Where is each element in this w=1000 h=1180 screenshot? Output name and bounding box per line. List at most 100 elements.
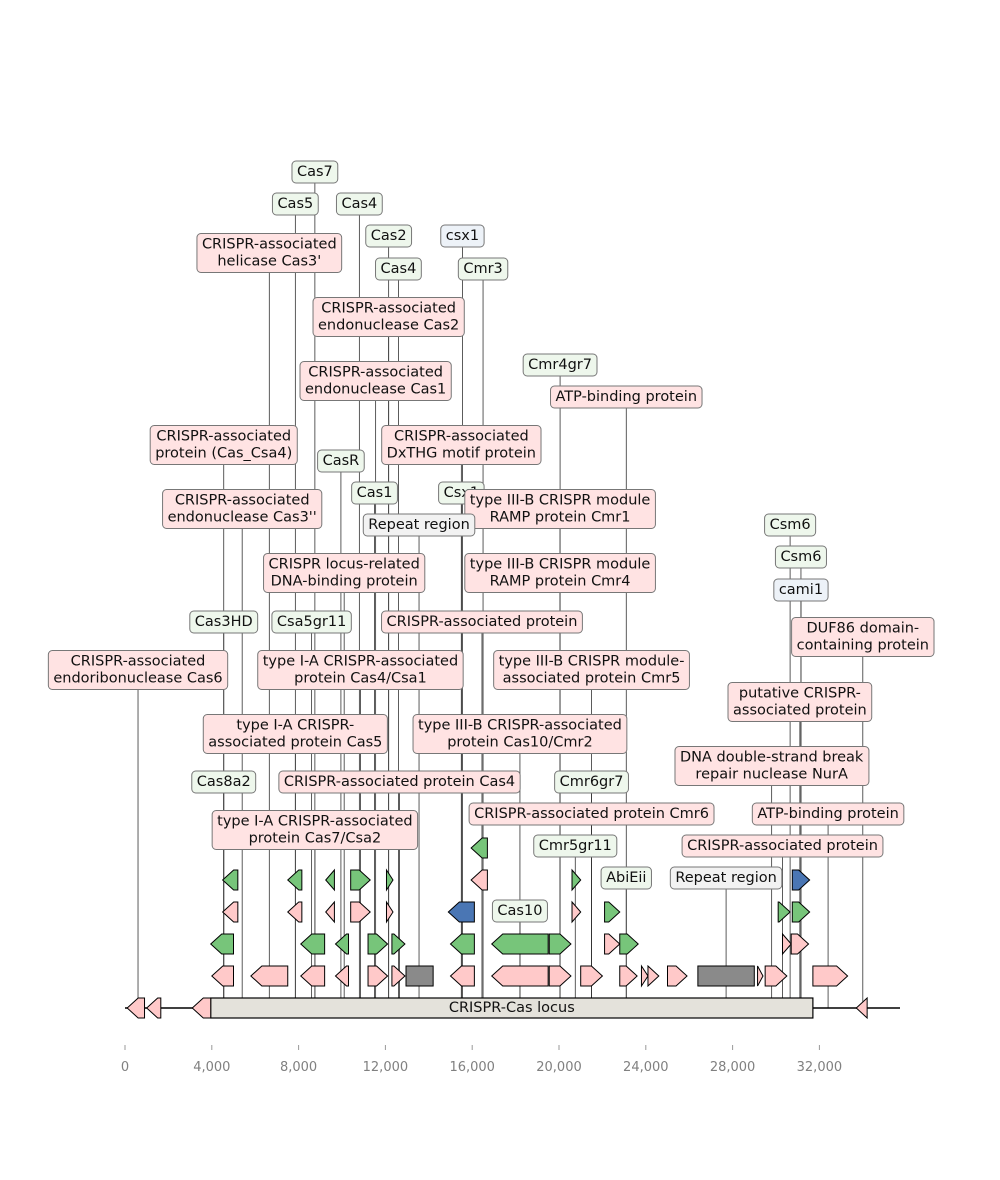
feature-label-box: [491, 899, 548, 923]
forward-gene-arrow-49: [350, 869, 371, 891]
feature-label-text: CRISPR-associated protein: [387, 614, 578, 630]
axis-tick-label: 20,000: [536, 1060, 582, 1075]
feature-label-box: [263, 553, 426, 593]
forward-gene-arrow-31: [548, 933, 572, 955]
feature-label-26: Cas3HD: [189, 610, 259, 634]
feature-label-text: cami1: [779, 582, 823, 598]
reverse-gene-arrow-38: [325, 900, 335, 924]
feature-label-box: [600, 866, 652, 890]
feature-label-text: Repeat region: [675, 870, 777, 886]
feature-label-11: Cmr4gr7: [522, 353, 598, 377]
forward-gene-arrow-39: [350, 901, 371, 923]
feature-label-box: [149, 425, 298, 465]
axis-tick-label: 16,000: [449, 1060, 495, 1075]
forward-gene-arrow-33: [619, 933, 639, 955]
forward-gene-arrow-34: [782, 932, 792, 956]
feature-label-8: Cmr3: [457, 257, 509, 281]
forward-gene-arrow-9: [367, 965, 389, 987]
reverse-gene-arrow-41: [447, 901, 475, 923]
feature-label-45: AbiEii: [600, 866, 652, 890]
feature-label-box: [299, 361, 452, 401]
reverse-gene-arrow-12: [449, 965, 475, 987]
axis-tick-label: 32,000: [797, 1060, 843, 1075]
feature-label-box: [278, 770, 521, 794]
forward-gene-arrow-40: [385, 900, 394, 924]
feature-label-box: [291, 160, 339, 184]
reverse-gene-arrow-1: [126, 997, 146, 1019]
forward-gene-arrow-22: [764, 965, 788, 987]
feature-label-box: [751, 802, 905, 826]
feature-label-43: Cmr5gr11: [533, 834, 618, 858]
feature-label-12: ATP-binding protein: [550, 385, 703, 409]
feature-label-39: Cmr6gr7: [554, 770, 629, 794]
reverse-gene-arrow-48: [325, 868, 335, 892]
reverse-gene-arrow-47: [287, 869, 303, 891]
feature-label-box: [257, 650, 464, 690]
feature-label-5: Cas2: [365, 224, 413, 248]
forward-gene-arrow-10: [391, 965, 406, 987]
feature-label-text: Cas4: [381, 261, 417, 277]
feature-label-text: ATP-binding protein: [556, 389, 698, 405]
forward-gene-arrow-15: [580, 965, 604, 987]
axis-tick-label: 28,000: [710, 1060, 756, 1075]
forward-gene-arrow-43: [604, 901, 621, 923]
feature-label-7: Cas4: [375, 257, 422, 281]
axis-tick-label: 12,000: [363, 1060, 409, 1075]
feature-label-box: [162, 489, 323, 529]
feature-label-20: Repeat region: [362, 513, 476, 537]
feature-label-47: Cas10: [491, 899, 548, 923]
feature-label-21: Csm6: [764, 513, 817, 537]
feature-label-box: [669, 866, 783, 890]
feature-label-text: type III-B CRISPR module-associated prot…: [499, 654, 685, 687]
reverse-gene-arrow-5: [211, 965, 234, 987]
feature-label-22: Csm6: [774, 545, 827, 569]
feature-label-box: [381, 425, 542, 465]
feature-label-text: Cas5: [277, 196, 313, 212]
forward-gene-arrow-45: [791, 901, 811, 923]
feature-label-46: Repeat region: [669, 866, 783, 890]
reverse-gene-arrow-54: [470, 837, 488, 859]
reverse-gene-arrow-13: [490, 965, 549, 987]
feature-label-text: Cmr4gr7: [528, 357, 592, 373]
feature-label-44: CRISPR-associated protein: [681, 834, 884, 858]
forward-gene-arrow-42: [571, 900, 582, 924]
feature-label-box: [317, 449, 365, 473]
forward-gene-arrow-28: [391, 933, 406, 955]
forward-gene-arrow-18: [647, 964, 660, 988]
crispr-cas-locus-label: CRISPR-Cas locus: [449, 1000, 575, 1016]
reverse-gene-arrow-26: [334, 933, 350, 955]
feature-label-box: [464, 489, 656, 529]
forward-gene-arrow-16: [619, 965, 638, 987]
feature-label-text: Cas3HD: [195, 614, 253, 630]
feature-label-text: putative CRISPR-associated protein: [733, 686, 867, 719]
feature-label-box: [271, 192, 319, 216]
reverse-gene-arrow-37: [287, 901, 303, 923]
feature-label-box: [727, 682, 873, 722]
feature-label-box: [464, 553, 656, 593]
feature-label-41: ATP-binding protein: [751, 802, 905, 826]
feature-label-34: type I-A CRISPR-associated protein Cas5: [202, 714, 388, 754]
feature-label-box: [362, 513, 476, 537]
feature-label-text: CRISPR-associated protein Cas4: [284, 774, 515, 790]
forward-gene-arrow-19: [667, 965, 688, 987]
feature-label-box: [440, 224, 485, 248]
feature-label-box: [189, 610, 259, 634]
